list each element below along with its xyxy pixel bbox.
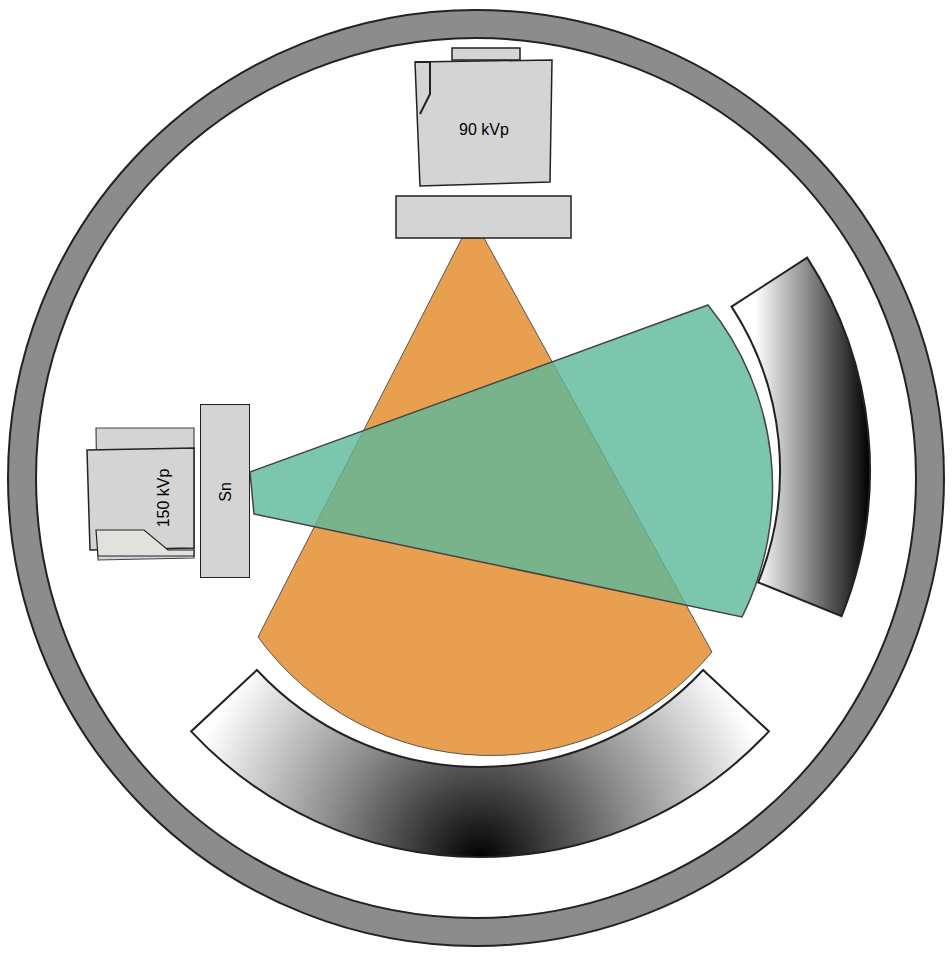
top-filter [396, 196, 571, 238]
gantry-ring [8, 10, 944, 946]
high-energy-beam [250, 305, 773, 617]
tube-voltage-label: 150 kVp [155, 469, 173, 528]
filter-plate: Sn [200, 404, 250, 578]
xray-tube: 90 kVp [412, 44, 556, 190]
tube-outline [84, 420, 200, 566]
gantry-bore [36, 38, 916, 918]
tube-voltage-label: 90 kVp [459, 121, 509, 139]
xray-tube: 150 kVp [84, 420, 200, 566]
tube-outline [412, 44, 556, 190]
filter-label: Sn [217, 482, 235, 502]
